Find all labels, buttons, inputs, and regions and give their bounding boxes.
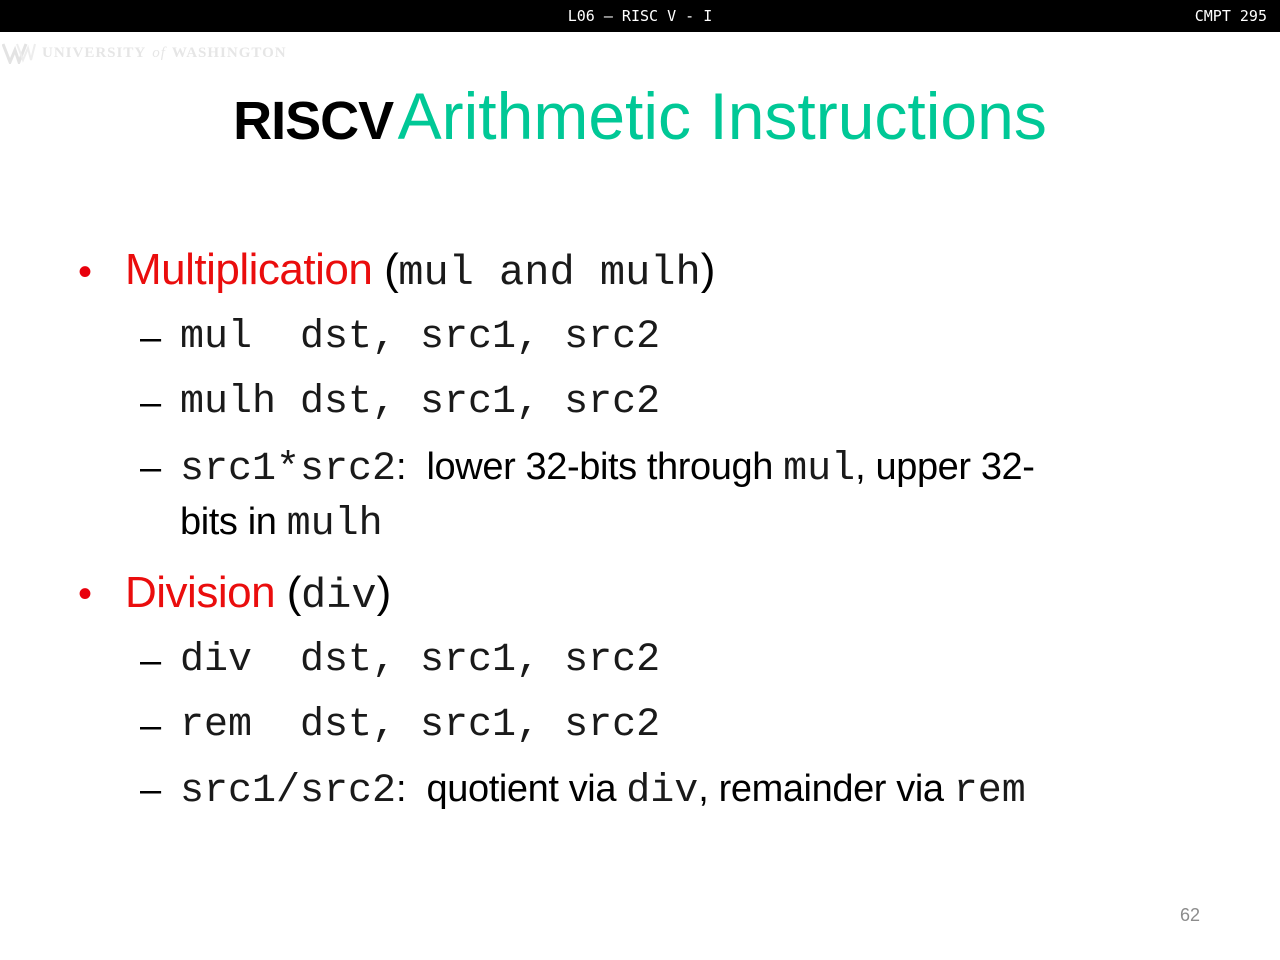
inline-code: rem [953, 769, 1026, 814]
bullet-dot-icon: • [78, 572, 93, 616]
inline-code: src1/src2 [180, 769, 397, 814]
title-main: Arithmetic Instructions [397, 79, 1047, 153]
inline-code: mul [783, 447, 856, 492]
inline-code: mulh [286, 502, 383, 547]
dash-icon: – [140, 640, 162, 682]
dash-icon: – [140, 705, 162, 747]
note-text: , remainder via [698, 768, 954, 810]
uw-w-icon [2, 43, 36, 64]
paren-close: ) [700, 245, 716, 294]
mult-note-line1: src1*src2: lower 32-bits through mul, up… [180, 446, 1035, 492]
logo-place-text: WASHINGTON [171, 44, 287, 61]
inline-code: mul and mulh [398, 249, 701, 297]
bullet-division: Division (div) [125, 568, 391, 620]
lecture-title: L06 – RISC V - I [567, 7, 713, 25]
note-text: : lower 32-bits through [396, 446, 784, 488]
bullet-label: Division [125, 568, 276, 617]
mult-note-line2: bits in mulh [180, 501, 383, 547]
title-prefix: RISCV [233, 91, 394, 151]
bullet-multiplication: Multiplication (mul and mulh) [125, 245, 715, 297]
university-logo: UNIVERSITY of WASHINGTON [2, 40, 287, 66]
slide-header-bar: L06 – RISC V - I CMPT 295 [0, 0, 1280, 32]
inline-code: src1*src2 [180, 447, 397, 492]
paren-close: ) [376, 568, 392, 617]
code-line-mul: mul dst, src1, src2 [180, 315, 661, 360]
code-line-div: div dst, src1, src2 [180, 638, 661, 683]
note-text: bits in [180, 501, 287, 543]
note-text: , upper 32- [855, 446, 1035, 488]
code-line-rem: rem dst, src1, src2 [180, 703, 661, 748]
paren-open: ( [372, 245, 399, 294]
bullet-dot-icon: • [78, 250, 93, 294]
inline-code: div [300, 572, 377, 620]
slide-title: RISCV Arithmetic Instructions [0, 78, 1280, 154]
dash-icon: – [140, 769, 162, 811]
note-text: : quotient via [396, 768, 627, 810]
logo-university-text: UNIVERSITY [42, 44, 147, 61]
page-number: 62 [1180, 905, 1201, 925]
bullet-label: Multiplication [125, 245, 373, 294]
dash-icon: – [140, 317, 162, 359]
paren-open: ( [275, 568, 302, 617]
div-note-line: src1/src2: quotient via div, remainder v… [180, 768, 1026, 814]
dash-icon: – [140, 382, 162, 424]
inline-code: div [626, 769, 699, 814]
code-line-mulh: mulh dst, src1, src2 [180, 380, 661, 425]
dash-icon: – [140, 447, 162, 489]
course-code: CMPT 295 [1194, 7, 1267, 25]
logo-of-text: of [152, 44, 166, 61]
